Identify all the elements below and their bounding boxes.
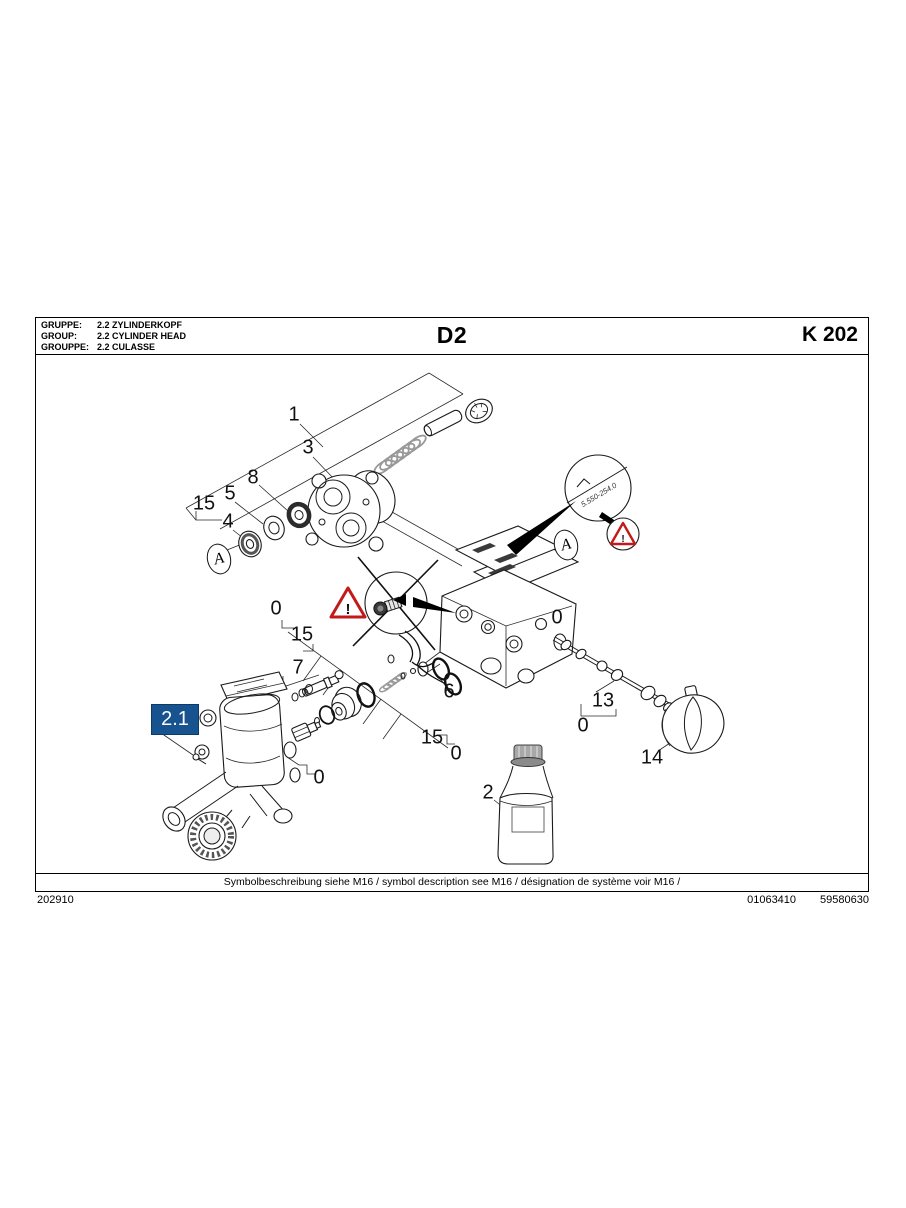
part-callout-15-b: 15: [290, 623, 314, 646]
warning-exclamation: !: [346, 601, 351, 618]
part-callout-5: 5: [224, 482, 236, 505]
drawing-frame: GRUPPE: 2.2 ZYLINDERKOPF GROUP: 2.2 CYLIND…: [35, 317, 869, 892]
part-callout-15-a: 15: [192, 492, 216, 515]
sheet-code: K 202: [801, 323, 858, 346]
pin: [423, 409, 463, 437]
valve-small-parts: [291, 630, 463, 742]
part-callout-15-c: 15: [420, 726, 444, 749]
prohibited-bolt-detail: [352, 556, 456, 651]
warning-exclamation-small: !: [621, 534, 624, 545]
group-header: GRUPPE: 2.2 ZYLINDERKOPF GROUP: 2.2 CYLIND…: [41, 320, 186, 353]
warning-triangle: !: [329, 586, 367, 619]
diagram-artwork: 5.550-254.0: [160, 372, 725, 865]
warning-triangle-circled: !: [606, 517, 640, 551]
group-value-en: 2.2 CYLINDER HEAD: [97, 331, 187, 341]
part-callout-1: 1: [288, 403, 300, 426]
symbol-caption: Symbolbeschreibung siehe M16 / symbol de…: [36, 873, 868, 891]
title-block: GRUPPE: 2.2 ZYLINDERKOPF GROUP: 2.2 CYLIND…: [36, 318, 868, 355]
exploded-diagram: 5.550-254.0: [36, 354, 868, 874]
part-callout-7: 7: [292, 656, 304, 679]
part-callout-8: 8: [247, 466, 259, 489]
part-callout-3: 3: [302, 436, 314, 459]
part-callout-0-b: 0: [450, 742, 462, 765]
group-label-de: GRUPPE:: [41, 320, 83, 330]
group-label-fr: GROUPPE:: [41, 342, 90, 352]
regulation-spindle: [552, 636, 673, 712]
footer-doc-number: 202910: [37, 894, 74, 906]
oil-bottle: [497, 744, 554, 865]
group-value-fr: 2.2 CULASSE: [97, 342, 156, 352]
part-callout-0-a: 0: [270, 597, 282, 620]
detail-circle: 5.550-254.0: [507, 454, 632, 555]
part-callout-0-d: 0: [551, 606, 563, 629]
footer-list-number: 59580630: [820, 894, 869, 906]
footer-order-number: 01063410: [747, 894, 797, 906]
subgroup-highlight-2-1: 2.1: [151, 704, 199, 735]
seal-washers: [238, 501, 312, 558]
group-label-en: GROUP:: [41, 331, 77, 341]
pump-housing: [162, 671, 301, 861]
part-callout-4: 4: [222, 510, 234, 533]
part-callout-0-e: 0: [577, 714, 589, 737]
part-callout-13: 13: [591, 689, 615, 712]
page-title: D2: [436, 322, 468, 348]
valve-block: [417, 525, 580, 689]
part-callout-2: 2: [482, 781, 494, 804]
part-callout-14: 14: [640, 746, 664, 769]
group-value-de: 2.2 ZYLINDERKOPF: [97, 320, 183, 330]
control-knob: [661, 685, 725, 754]
part-callout-0-c: 0: [313, 766, 325, 789]
piston-pin-parts: [373, 398, 493, 475]
spring: [373, 434, 427, 475]
cylinder-head-flange: [305, 470, 396, 552]
part-callout-6: 6: [443, 680, 455, 703]
